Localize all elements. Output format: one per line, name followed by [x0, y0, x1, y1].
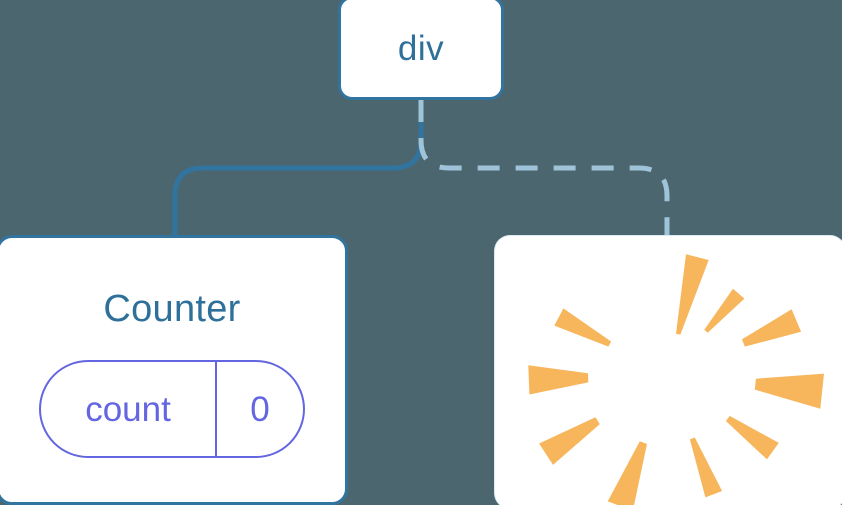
node-div-label: div: [397, 28, 445, 68]
node-div[interactable]: div: [338, 0, 504, 100]
node-counter[interactable]: Counter count 0: [0, 235, 348, 505]
state-key-label: count: [41, 362, 217, 456]
state-value-label: 0: [250, 389, 270, 429]
state-pill-count[interactable]: count 0: [39, 360, 305, 458]
node-counter-title: Counter: [103, 288, 241, 330]
node-new-component[interactable]: [494, 235, 842, 505]
edge-div-to-new-node: [418, 100, 670, 238]
edge-div-to-counter: [172, 100, 424, 238]
